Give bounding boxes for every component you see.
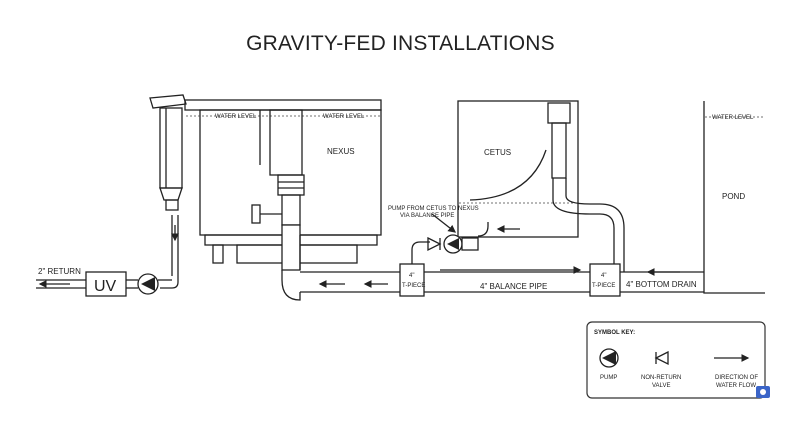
page-title: GRAVITY-FED INSTALLATIONS [246,32,555,55]
branch-pump-valve [427,234,479,254]
cetus-unit: CETUS [457,100,579,238]
pump-icon [599,348,619,368]
pump-icon [137,273,159,295]
svg-text:T-PIECE: T-PIECE [402,283,425,289]
key-valve-label: VALVE [652,383,670,389]
bottom-drain-label: 4" BOTTOM DRAIN [626,280,697,289]
return-label: 2" RETURN [38,267,81,276]
nexus-unit: WATER LEVEL WATER LEVEL NEXUS [184,99,382,271]
pond-label: POND [722,192,745,201]
svg-text:T-PIECE: T-PIECE [592,283,615,289]
uv-label: UV [94,278,117,295]
non-return-valve-icon [427,236,442,252]
non-return-valve-icon [654,350,669,366]
symbol-key: SYMBOL KEY: PUMP NON-RETURN VALVE DIRECT… [586,321,766,399]
water-level-label: WATER LEVEL [215,114,257,120]
svg-text:4": 4" [601,273,606,279]
water-level-label: WATER LEVEL [323,114,365,120]
return-line: 2" RETURN UV [36,267,172,297]
t-piece-right: 4" T-PIECE [589,263,621,297]
balance-pipe-label: 4" BALANCE PIPE [480,282,547,291]
pump-icon [443,234,463,254]
prefilter-unit [149,94,187,262]
key-pump-label: PUMP [600,375,617,381]
pipework [160,178,704,301]
water-level-label: WATER LEVEL [712,115,754,121]
t-piece-left: 4" T-PIECE [399,263,425,297]
key-heading: SYMBOL KEY: [594,330,635,336]
key-flow-label: WATER FLOW [716,383,756,389]
pump-note: VIA BALANCE PIPE [400,213,454,219]
camera-icon[interactable] [756,386,770,398]
nexus-label: NEXUS [327,147,355,156]
key-valve-label: NON-RETURN [641,375,681,381]
svg-text:4": 4" [409,273,414,279]
key-flow-label: DIRECTION OF [715,375,758,381]
pump-note: PUMP FROM CETUS TO NEXUS [388,206,479,212]
cetus-label: CETUS [484,148,511,157]
pond: WATER LEVEL POND [703,101,765,294]
